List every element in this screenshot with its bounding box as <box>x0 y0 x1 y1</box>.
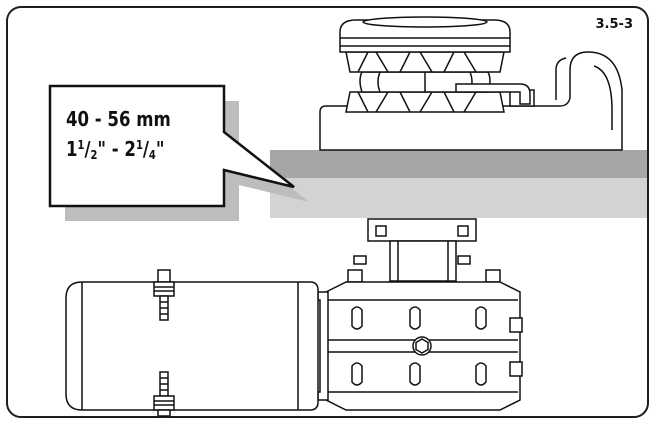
thickness-metric: 40 - 56 mm <box>66 107 171 131</box>
base-inner-curve <box>555 57 567 100</box>
thickness-callout <box>48 84 309 221</box>
figure-number: 3.5-3 <box>595 17 633 32</box>
under-deck-assembly <box>65 218 523 417</box>
cap-top <box>362 16 488 28</box>
deck-plate-top <box>270 150 647 178</box>
windlass-top-unit <box>319 16 623 151</box>
rear-curve-detail <box>593 65 613 130</box>
thickness-label: 40 - 56 mm 11/2" - 21/4" <box>66 104 216 164</box>
deck-plate-bottom <box>270 178 647 218</box>
gypsy-lower <box>345 91 505 113</box>
motor <box>65 281 319 411</box>
shaft-housing <box>389 240 457 282</box>
chain-stripper <box>455 83 531 105</box>
windlass-base <box>319 51 623 151</box>
motor-terminal-top <box>153 269 175 321</box>
gypsy-upper <box>345 51 505 73</box>
motor-terminal-bottom <box>153 371 175 417</box>
windlass-cap <box>339 19 511 53</box>
thickness-imperial: 11/2" - 21/4" <box>66 137 165 162</box>
